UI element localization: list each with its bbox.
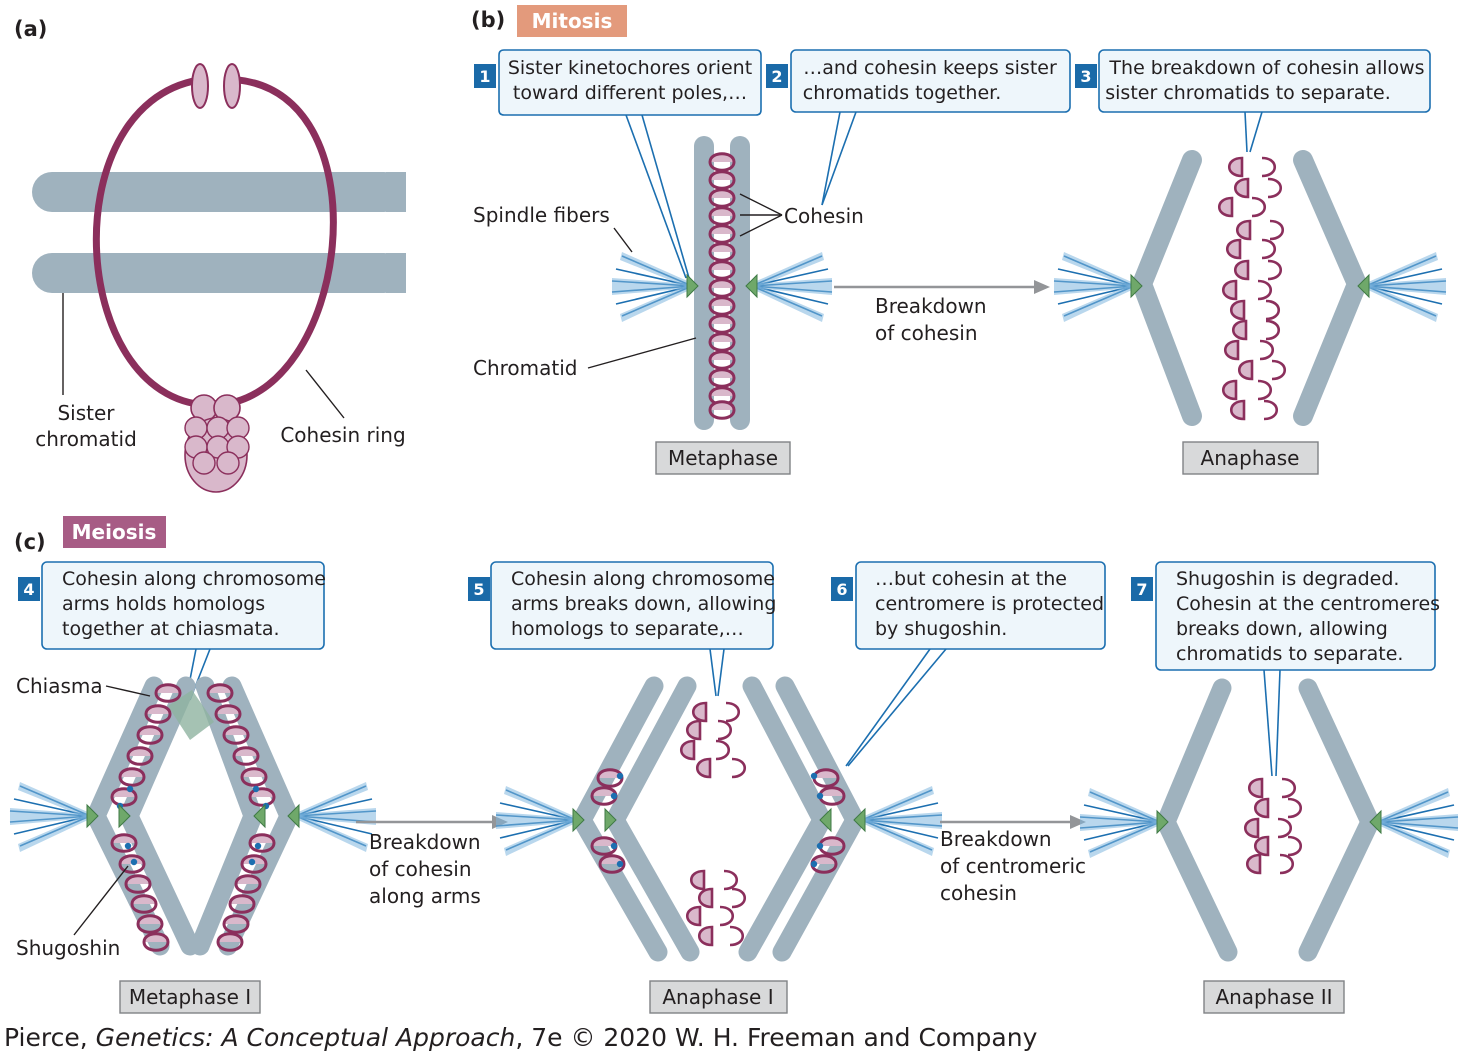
anaphase-I-stage-box [649,980,788,1014]
callout-5-number: 5 [473,580,484,599]
callout-1-number: 1 [479,67,490,86]
callout-7-line3: breaks down, allowing [1176,618,1388,640]
callout-2: 2 …and cohesin keeps sister chromatids t… [766,49,1071,206]
callout-6-number: 6 [836,580,847,599]
panel-c-label: (c) [14,530,46,554]
callout-2-number: 2 [771,67,782,86]
chromatid-label: Chromatid [473,356,578,380]
panel-a-cohesin-ring-diagram: Sister chromatid Cohesin ring [32,63,406,493]
sister-chromatid-label-line1: Sister [57,401,115,425]
panel-a-label: (a) [14,17,47,41]
mitosis-tag-text: Mitosis [532,9,613,33]
metaphase-stage-box [655,441,791,475]
meiosis-arrow-1-text-line2: of cohesin [369,857,472,881]
callout-5-line2: arms breaks down, allowing [511,593,776,615]
callout-5: 5 Cohesin along chromosome arms breaks d… [468,561,776,697]
panel-b-label: (b) [471,8,505,32]
spindle-fibers-label: Spindle fibers [473,203,610,227]
meiosis-arrow-2-text-line1: Breakdown [940,827,1052,851]
meiosis-arrow-1-text-line3: along arms [369,884,481,908]
meiosis-arrow-1-text-line1: Breakdown [369,830,481,854]
mitosis-tag [517,5,627,37]
sister-chromatid-bottom [32,253,404,293]
anaphase-I-stage-label: Anaphase I [662,985,773,1009]
shugoshin-label: Shugoshin [16,936,120,960]
cohesin-label: Cohesin [784,204,864,228]
callout-2-line2: chromatids together. [803,82,1002,104]
callout-6: 6 …but cohesin at the centromere is prot… [831,561,1106,767]
callout-1-line1: Sister kinetochores orient [508,57,752,79]
callout-4-line1: Cohesin along chromosome [62,568,326,590]
meiosis-metaphase-I-tetrad [10,676,377,956]
sister-chromatid-top [32,172,404,212]
meiosis-anaphase-I-chromosomes [496,676,943,962]
mitosis-arrow-text-line1: Breakdown [875,294,987,318]
callout-4-line3: together at chiasmata. [62,618,280,640]
cohesin-ring [92,76,337,409]
meiosis-arrow-2-text-line2: of centromeric [940,854,1086,878]
chiasma-label: Chiasma [16,674,103,698]
anaphase-II-stage-label: Anaphase II [1215,985,1332,1009]
callout-7-number: 7 [1136,580,1147,599]
callout-4: 4 Cohesin along chromosome arms holds ho… [18,561,326,701]
callout-4-line2: arms holds homologs [62,593,265,615]
mitosis-arrow [834,280,1050,294]
credit-rest: , 7e © 2020 W. H. Freeman and Company [515,1023,1037,1052]
callout-6-line1: …but cohesin at the [875,568,1067,590]
anaphase-stage-label: Anaphase [1201,446,1300,470]
callout-1: 1 Sister kinetochores orient toward diff… [474,49,762,279]
cleaved-arm-cohesin [679,701,747,947]
callout-3-number: 3 [1080,67,1091,86]
callout-3-line2: sister chromatids to separate. [1105,82,1391,104]
anaphase-stage-box [1182,441,1319,475]
sister-chromatid-label-line2: chromatid [35,427,137,451]
callout-6-line3: by shugoshin. [875,618,1007,640]
callout-3: 3 The breakdown of cohesin allows sister… [1075,49,1431,153]
credit-author: Pierce, [4,1023,96,1052]
meiosis-tag-text: Meiosis [72,520,157,544]
cohesin-ring-label: Cohesin ring [280,423,405,447]
callout-7-line4: chromatids to separate. [1176,643,1403,665]
callout-1-line2: toward different poles,… [513,82,747,104]
mitosis-anaphase-chromatids [1054,150,1447,426]
callout-5-line1: Cohesin along chromosome [511,568,775,590]
callout-7: 7 Shugoshin is degraded. Cohesin at the … [1131,561,1440,777]
callout-3-line1: The breakdown of cohesin allows [1108,57,1424,79]
metaphase-I-stage-label: Metaphase I [129,985,251,1009]
chiasma [168,690,214,740]
callout-4-number: 4 [23,580,34,599]
cleaved-cohesin [1217,156,1287,421]
meiosis-arrow-2-text-line3: cohesin [940,881,1017,905]
meiosis-arrow-1 [356,815,508,829]
callout-5-line3: homologs to separate,… [511,618,744,640]
callout-7-line1: Shugoshin is degraded. [1176,568,1399,590]
meiosis-anaphase-II-chromatids [1080,678,1459,962]
callout-2-line1: …and cohesin keeps sister [803,57,1057,79]
anaphase-II-stage-box [1203,980,1345,1014]
mitosis-metaphase-chromosome [612,136,833,430]
cohesin-ring-head [184,394,250,493]
figure-credit: Pierce, Genetics: A Conceptual Approach,… [4,1023,1038,1052]
callout-6-line2: centromere is protected [875,593,1104,615]
metaphase-stage-label: Metaphase [668,446,778,470]
callout-7-line2: Cohesin at the centromeres [1176,593,1440,615]
credit-title: Genetics: A Conceptual Approach [96,1023,516,1052]
metaphase-I-stage-box [119,980,261,1014]
meiosis-arrow-2 [940,815,1086,829]
meiosis-tag [63,516,166,548]
mitosis-arrow-text-line2: of cohesin [875,321,978,345]
cleaved-centromeric-cohesin [1243,777,1303,875]
